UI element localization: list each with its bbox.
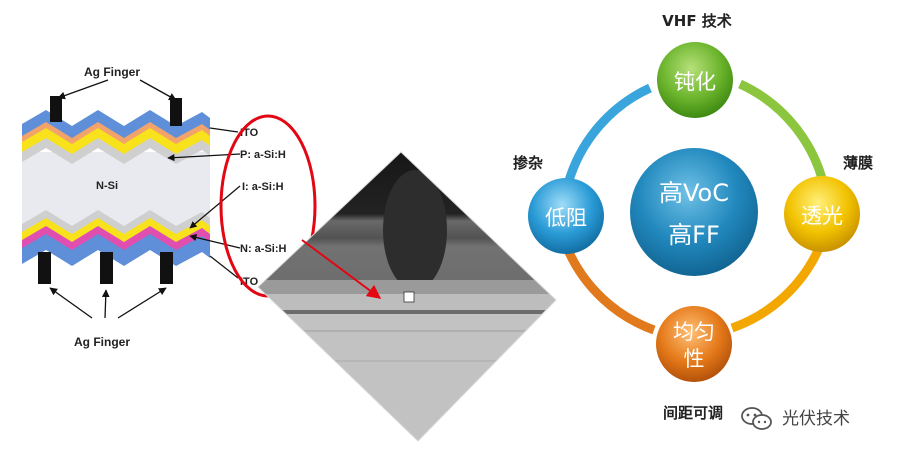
- label-doping: 掺杂: [513, 154, 543, 172]
- watermark: 光伏技术: [741, 407, 850, 430]
- ag-finger-bottom-3: [160, 252, 173, 284]
- ring-arc-bottom-left: [563, 248, 656, 335]
- node-passivation: [657, 42, 733, 118]
- label-nsi: N-Si: [96, 180, 118, 192]
- ring-arc-bottom-right: [730, 244, 825, 333]
- label-ag-finger-top: Ag Finger: [84, 65, 140, 79]
- label-vhf: VHF 技术: [662, 12, 732, 30]
- ag-finger-bottom-1: [38, 252, 51, 284]
- ring-arc-top-left: [563, 83, 652, 186]
- label-adjustable-spacing: 间距可调: [663, 404, 723, 422]
- label-ito-top: ITO: [240, 127, 259, 139]
- label-ag-finger-bottom: Ag Finger: [74, 335, 130, 349]
- center-circle: [630, 148, 758, 276]
- wechat-icon: [741, 407, 772, 430]
- node-passivation-label: 钝化: [674, 70, 716, 94]
- ag-finger-top-right: [170, 98, 182, 126]
- cycle-diagram: 高VoC 高FF 钝化 透光 均匀 性 低阻 VHF 技术 薄膜 掺杂 间距可调: [513, 12, 873, 422]
- node-uniformity-label-2: 性: [684, 347, 705, 371]
- center-text-voc: 高VoC: [659, 179, 729, 207]
- node-transmittance: [784, 176, 860, 252]
- center-text-ff: 高FF: [668, 221, 720, 249]
- bottom-n-layer: [22, 218, 210, 246]
- node-low-resistance: [528, 178, 604, 254]
- node-uniformity: [656, 306, 732, 382]
- tem-micrograph: [257, 151, 557, 442]
- zoom-arrow: [301, 239, 382, 299]
- label-thin-film: 薄膜: [843, 154, 873, 172]
- top-i-layer: [22, 138, 210, 164]
- watermark-text: 光伏技术: [782, 409, 850, 429]
- bottom-i-layer: [22, 210, 210, 236]
- label-n-layer: N: a-Si:H: [240, 243, 287, 255]
- solar-cell-diagram: Ag Finger Ag Finger ITO P: a-Si:H I: a-S…: [22, 65, 317, 349]
- ag-finger-top-left: [50, 96, 62, 122]
- node-low-resistance-label: 低阻: [545, 206, 587, 230]
- ag-finger-bottom-2: [100, 252, 113, 284]
- top-p-layer: [22, 128, 210, 158]
- label-p-layer: P: a-Si:H: [240, 149, 286, 161]
- bottom-n-layer-pink: [22, 226, 210, 254]
- label-i-layer: I: a-Si:H: [242, 181, 284, 193]
- node-transmittance-label: 透光: [801, 204, 843, 228]
- node-uniformity-label-1: 均匀: [673, 320, 715, 344]
